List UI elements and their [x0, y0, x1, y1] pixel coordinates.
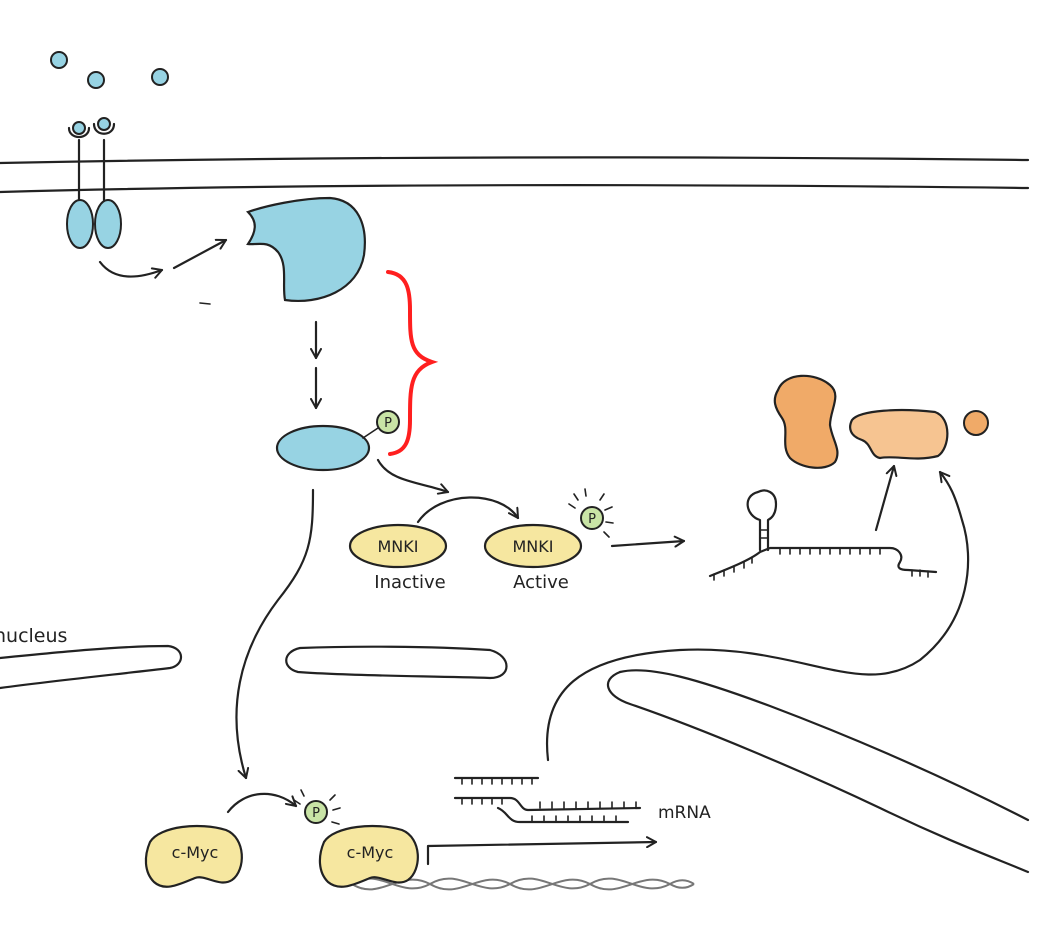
- phospho-label: P: [312, 806, 320, 821]
- receptor: [66, 117, 122, 249]
- phospho-label: P: [384, 416, 392, 431]
- phospho-group-cmyc: P: [293, 789, 341, 825]
- mnk1-active: MNKI: [483, 523, 583, 569]
- arrow-cmyc-activation: [226, 792, 298, 814]
- nucleus-label: nucleus: [0, 625, 67, 647]
- phospho-group-mnk1: P: [568, 488, 614, 538]
- transcription-arrow: [426, 836, 658, 866]
- nuclear-mrna: [453, 776, 642, 824]
- initiation-factor: [963, 410, 989, 436]
- phosphorylated-kinase: [275, 424, 371, 472]
- bound-ligand: [72, 121, 86, 135]
- dna-strand: [351, 877, 695, 891]
- arrow-kinase-to-cmyc: [235, 488, 315, 780]
- ribosome-small-subunit: [849, 408, 949, 460]
- arrow-kinase-to-mnk1: [376, 458, 450, 495]
- arrow-to-kinase: [172, 238, 228, 270]
- phospho-group-kinase: P: [376, 410, 400, 434]
- bound-ligand: [97, 117, 111, 131]
- arrow-receptor-to-kinase: [98, 260, 164, 279]
- cmyc-active: [318, 824, 419, 888]
- mnk1-inactive-label: MNKI: [378, 537, 419, 556]
- active-label: Active: [513, 572, 569, 593]
- ligand-dot: [50, 51, 68, 69]
- cmyc-inactive: [144, 824, 243, 888]
- red-bracket: [386, 270, 439, 456]
- ribosome-large-subunit: [773, 374, 839, 469]
- phospho-label: P: [588, 512, 596, 527]
- inactive-label: Inactive: [374, 572, 445, 593]
- mnk1-active-label: MNKI: [513, 537, 554, 556]
- receptor-domain-left: [66, 199, 94, 249]
- arrow-mrna-to-ribosome: [874, 464, 898, 532]
- ligand-dot: [151, 68, 169, 86]
- nuclear-envelope: [0, 644, 1030, 874]
- cytoplasmic-mrna: [708, 489, 938, 581]
- mrna-label: mRNA: [658, 803, 711, 823]
- receptor-domain-right: [94, 199, 122, 249]
- cmyc-active-label: c-Myc: [347, 843, 394, 862]
- arrow-mrna-export: [545, 470, 970, 762]
- cell-membrane: [0, 156, 1030, 194]
- ligands: [50, 51, 169, 89]
- arrow-mnk1-activation: [416, 496, 520, 524]
- upstream-kinase: [245, 196, 366, 302]
- mnk1-inactive: MNKI: [348, 523, 448, 569]
- cmyc-inactive-label: c-Myc: [172, 843, 219, 862]
- ligand-dot: [87, 71, 105, 89]
- arrow-mnk1-to-mrna: [610, 535, 686, 548]
